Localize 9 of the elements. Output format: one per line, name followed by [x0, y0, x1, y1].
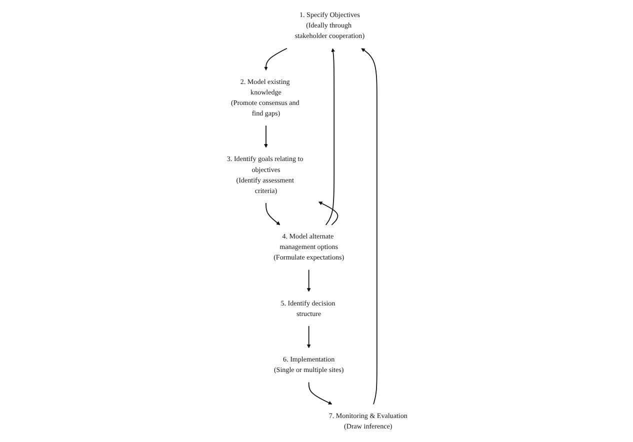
arrow — [264, 48, 287, 70]
arrow — [265, 202, 280, 226]
arrow — [308, 382, 332, 404]
arrow — [264, 125, 268, 148]
arrow — [324, 48, 335, 226]
arrow — [306, 326, 310, 348]
arrow — [360, 48, 377, 405]
arrow — [306, 269, 310, 292]
arrow — [318, 202, 338, 226]
